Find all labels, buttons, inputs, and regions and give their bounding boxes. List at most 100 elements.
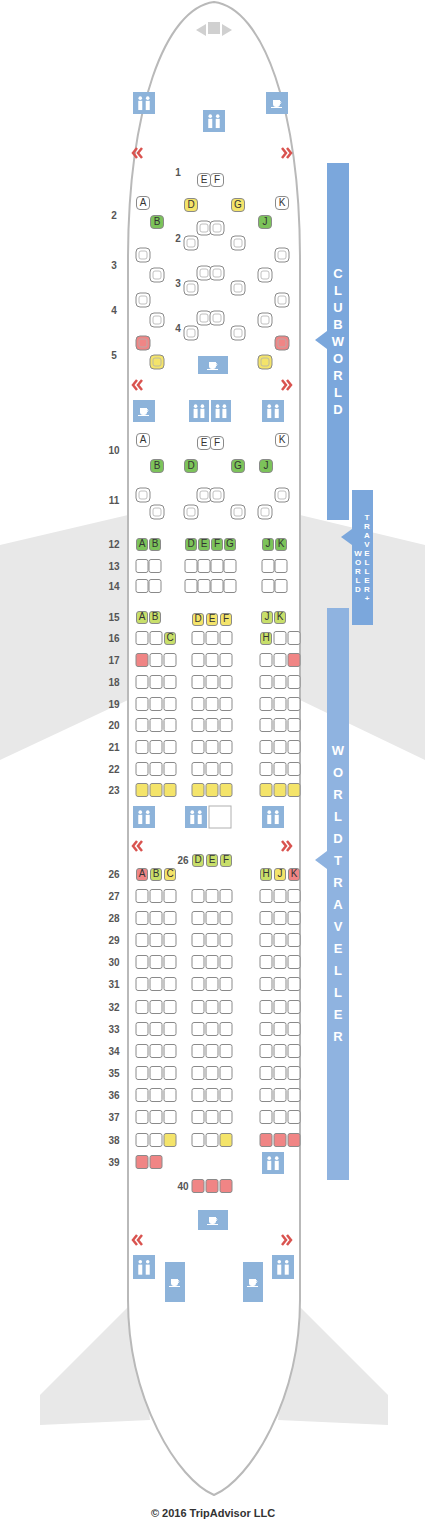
seat-letter: F — [223, 614, 229, 624]
seat — [206, 698, 218, 711]
seat — [136, 719, 148, 732]
exit-chevron — [138, 841, 142, 851]
row-number: 16 — [108, 633, 119, 644]
row-number: 23 — [108, 785, 119, 796]
lavatory-figure — [146, 101, 150, 110]
club-seat — [184, 236, 198, 250]
band-pointer — [315, 851, 327, 869]
lavatory-figure — [138, 810, 142, 814]
seat — [192, 1089, 204, 1102]
club-seat — [231, 236, 245, 250]
club-seat — [231, 281, 245, 295]
seat — [164, 698, 176, 711]
seat — [136, 1156, 148, 1169]
seat — [260, 654, 272, 667]
seat — [136, 956, 148, 969]
galley-cup — [280, 101, 282, 104]
club-seat-cushion — [234, 329, 242, 337]
seat-letter: A — [139, 539, 146, 549]
lavatory-figure — [275, 1156, 279, 1160]
lavatory-icon — [133, 806, 155, 828]
exit-chevron — [287, 380, 291, 390]
seat-letter: J — [266, 539, 271, 549]
seat — [274, 956, 286, 969]
row-number: 33 — [108, 1024, 119, 1035]
seat — [164, 1023, 176, 1036]
seat — [150, 956, 162, 969]
club-seat: F — [210, 436, 224, 450]
seat — [220, 1111, 232, 1124]
seat — [206, 912, 218, 925]
seat — [220, 741, 232, 754]
club-seat — [275, 293, 289, 307]
seat-letter: E — [209, 614, 216, 624]
lavatory-figure — [216, 409, 220, 418]
club-seat-cushion — [139, 491, 147, 499]
seat — [192, 784, 204, 797]
seat: H — [260, 632, 272, 645]
seat-letter: F — [214, 175, 220, 185]
seat — [136, 560, 148, 573]
club-seat — [150, 313, 164, 327]
club-seat — [258, 355, 272, 369]
seat-letter: F — [214, 539, 220, 549]
club-seat: G — [231, 459, 245, 473]
club-seat-cushion — [261, 508, 269, 516]
seat: C — [164, 632, 176, 645]
exit-chevron — [133, 1235, 137, 1245]
seat — [206, 1089, 218, 1102]
seat — [164, 912, 176, 925]
lavatory-figure — [138, 96, 142, 100]
seat — [260, 1001, 272, 1014]
row-number: 28 — [108, 913, 119, 924]
seat — [288, 1067, 300, 1080]
seat-letter: B — [154, 217, 161, 227]
exit-chevron — [282, 148, 286, 158]
row-number: 32 — [108, 1002, 119, 1013]
lavatory-figure — [275, 409, 279, 418]
cabin-band: WORLD TRAVELLER — [327, 608, 349, 1180]
cabin-name: WORLD TRAVELLER — [332, 740, 345, 1048]
club-seat — [197, 221, 211, 235]
club-seat — [184, 281, 198, 295]
lavatory-figure — [138, 1265, 142, 1275]
seat-letter: D — [187, 461, 194, 471]
seat — [260, 890, 272, 903]
seat — [192, 1134, 204, 1147]
club-seat-cushion — [187, 284, 195, 292]
seat — [185, 560, 197, 573]
club-seat-cushion — [200, 224, 208, 232]
seat — [150, 912, 162, 925]
lavatory-figure — [277, 1260, 281, 1264]
club-seat-cushion — [200, 269, 208, 277]
seat — [164, 719, 176, 732]
seat — [220, 1134, 232, 1147]
seat-letter: K — [279, 198, 286, 208]
galley-cup — [216, 363, 218, 366]
seat: E — [206, 613, 218, 626]
seat — [150, 676, 162, 689]
seat-letter: C — [166, 869, 173, 879]
seat — [164, 978, 176, 991]
club-seat: B — [150, 215, 164, 229]
row-number: 3 — [175, 278, 181, 289]
seat — [274, 1111, 286, 1124]
seat — [136, 632, 148, 645]
row-number: 21 — [108, 742, 119, 753]
seat — [150, 654, 162, 667]
seat — [274, 632, 286, 645]
seat — [164, 741, 176, 754]
club-seat — [197, 311, 211, 325]
exit-chevron — [138, 1235, 142, 1245]
row-number: 22 — [108, 764, 119, 775]
row-number: 38 — [108, 1135, 119, 1146]
seat — [206, 1111, 218, 1124]
seat-letter: A — [139, 612, 146, 622]
galley-saucer — [169, 1286, 180, 1287]
lavatory-figure — [190, 815, 194, 824]
seat — [192, 741, 204, 754]
seat — [288, 890, 300, 903]
galley-cup — [256, 1280, 258, 1283]
seat-letter: B — [152, 612, 159, 622]
